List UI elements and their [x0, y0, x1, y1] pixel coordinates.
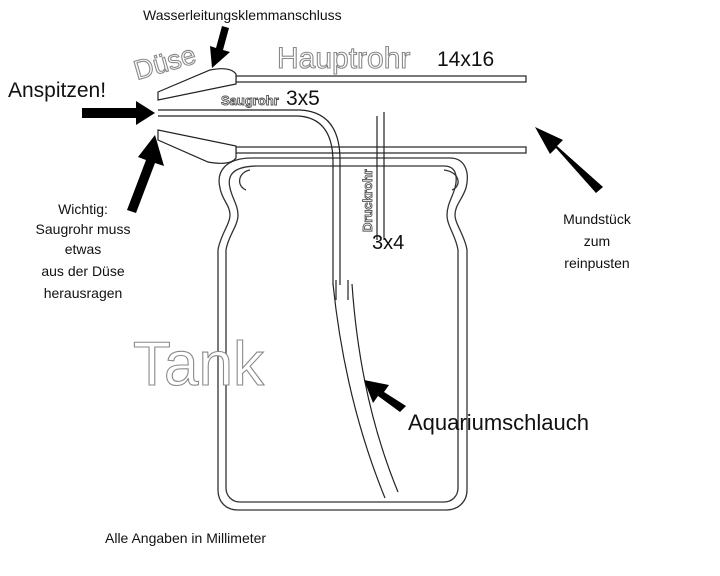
- aquarium-hose-right: [351, 283, 399, 493]
- footer-note: Alle Angaben in Millimeter: [105, 530, 266, 546]
- arrow-mouthpiece: [535, 127, 603, 193]
- label-important-line4: aus der Düse: [41, 263, 124, 279]
- tank-outline: [217, 157, 468, 511]
- label-aquarium-hose: Aquariumschlauch: [408, 410, 589, 435]
- tank-inner-outline: [225, 165, 459, 503]
- arrow-sharpen: [82, 101, 155, 125]
- tank-rim-right: [443, 169, 459, 191]
- suction-pipe-outer: [158, 109, 341, 285]
- label-important-line5: herausragen: [44, 285, 123, 301]
- label-mouthpiece-line1: Mundstück: [563, 211, 632, 227]
- label-important-line3: etwas: [65, 241, 102, 257]
- label-important-line2: Saugrohr muss: [36, 221, 131, 237]
- label-suction-pipe: Saugrohr: [221, 93, 279, 108]
- label-tank: Tank: [133, 330, 265, 399]
- label-clamp-connector: Wasserleitungsklemmanschluss: [143, 7, 342, 23]
- main-pipe-top: [235, 75, 527, 83]
- tank-rim-left: [239, 169, 251, 191]
- label-pressure-pipe-size: 3x4: [372, 232, 404, 254]
- arrow-clamp-connector: [210, 26, 230, 68]
- label-mouthpiece-line2: zum: [584, 233, 610, 249]
- nozzle-upper: [157, 68, 237, 101]
- label-sharpen: Anspitzen!: [8, 79, 106, 102]
- label-mouthpiece-line3: reinpusten: [564, 255, 629, 271]
- label-main-pipe-size: 14x16: [437, 48, 494, 71]
- label-important-line1: Wichtig:: [58, 201, 108, 217]
- arrow-important: [127, 135, 164, 213]
- arrow-aquarium-hose: [364, 380, 406, 412]
- aquarium-hose-left: [332, 283, 386, 499]
- nozzle-lower: [157, 129, 237, 164]
- label-suction-pipe-size: 3x5: [286, 87, 320, 110]
- suction-pipe-inner: [158, 115, 334, 285]
- label-pressure-pipe: Druckrohr: [360, 169, 375, 232]
- main-pipe-lower: [235, 146, 527, 154]
- label-main-pipe: Hauptrohr: [277, 42, 410, 75]
